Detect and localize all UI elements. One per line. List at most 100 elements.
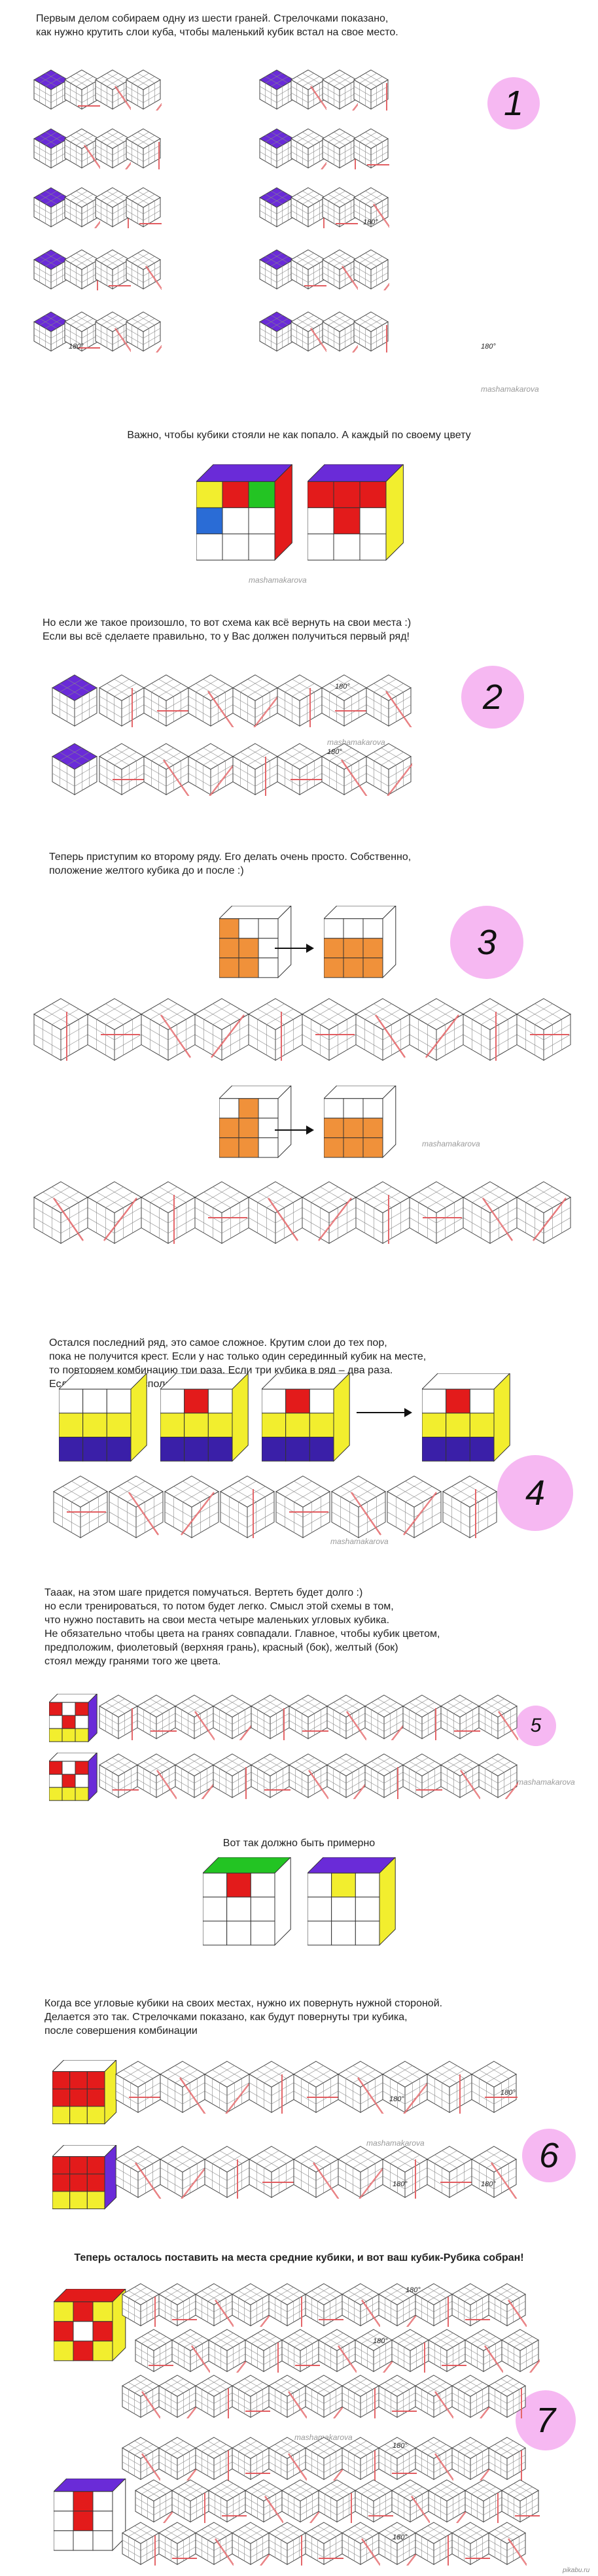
rubik-cube-icon — [281, 2479, 320, 2524]
rubik-cube-icon — [318, 2329, 357, 2373]
rubik-cube-icon — [52, 674, 97, 727]
rubik-cube-icon — [326, 1694, 366, 1740]
rubik-cube-icon — [115, 2146, 162, 2199]
corners-text: Тааак, на этом шаге придется помучаться.… — [44, 1587, 440, 1667]
watermark: mashamakarova — [327, 738, 385, 747]
rubik-cube-icon — [378, 2522, 417, 2566]
rubik-cube-icon — [290, 311, 326, 352]
rubik-cube-icon — [318, 2479, 356, 2524]
rubik-cube-icon — [364, 1694, 404, 1740]
rubik-cube-icon — [126, 187, 162, 228]
rubik-cube-icon — [355, 998, 410, 1061]
final-cube-2 — [54, 2479, 126, 2552]
rubik-cube-icon — [415, 2522, 453, 2566]
step-badge-4: 4 — [497, 1455, 573, 1531]
rubik-cube-icon — [391, 2479, 430, 2524]
rubik-cube-icon — [427, 2146, 473, 2199]
rubik-cube-icon — [471, 2146, 518, 2199]
rubik-cube-icon — [248, 998, 303, 1061]
rubik-cube-icon — [471, 2061, 518, 2114]
rubik-cube-icon — [478, 1694, 518, 1740]
rubik-cube-icon — [122, 2283, 160, 2327]
rubik-cube-icon — [428, 2329, 466, 2373]
rubik-cube-icon — [141, 1181, 196, 1245]
second-row-before-2 — [219, 1086, 292, 1159]
rubik-cube-icon — [158, 2283, 197, 2327]
rubik-cube-icon — [353, 249, 389, 290]
rubik-cube-icon — [213, 1753, 252, 1799]
rubik-cube-icon — [451, 2437, 490, 2481]
rubik-cube-icon — [95, 69, 131, 111]
rotation-label: 180° — [373, 2337, 388, 2345]
rubik-cube-icon — [259, 128, 294, 169]
watermark: mashamakarova — [330, 1537, 389, 1546]
rubik-cube-icon — [33, 249, 69, 290]
rubik-cube-icon — [115, 2061, 162, 2114]
rubik-cube-icon — [171, 2329, 210, 2373]
rubik-cube-icon — [366, 674, 412, 728]
last-row-cube-3 — [262, 1373, 350, 1462]
rubik-cube-icon — [268, 2283, 306, 2327]
rubik-cube-icon — [326, 1753, 366, 1799]
rubik-cube-icon — [122, 2522, 160, 2566]
rubik-cube-icon — [208, 2329, 247, 2373]
rotation-label: 180° — [501, 2089, 516, 2097]
rubik-cube-icon — [248, 1181, 303, 1245]
rubik-cube-icon — [488, 2437, 526, 2481]
last-row-cube-2 — [160, 1373, 249, 1462]
watermark: mashamakarova — [366, 2138, 425, 2148]
rubik-cube-icon — [322, 311, 358, 352]
rubik-cube-icon — [245, 2479, 283, 2524]
rubik-cube-icon — [99, 743, 145, 796]
rubik-cube-icon — [355, 2479, 393, 2523]
site-logo: pikabu.ru — [563, 2567, 590, 2574]
rubik-cube-icon — [64, 69, 100, 110]
rubik-cube-icon — [53, 1475, 108, 1539]
rubik-cube-icon — [232, 2375, 270, 2418]
rubik-cube-icon — [126, 128, 161, 169]
rubik-cube-icon — [33, 187, 69, 228]
rubik-cube-icon — [99, 1694, 138, 1740]
rubik-cube-icon — [415, 2375, 453, 2419]
rubik-cube-icon — [353, 69, 389, 111]
rubik-cube-icon — [322, 69, 358, 111]
rubik-cube-icon — [293, 2061, 340, 2114]
rubik-cube-icon — [126, 69, 162, 111]
rubik-cube-icon — [402, 1753, 442, 1798]
rubik-cube-icon — [382, 2146, 428, 2199]
rubik-cube-icon — [251, 1753, 290, 1798]
rubik-cube-icon — [428, 2479, 466, 2524]
rubik-cube-icon — [342, 2437, 379, 2481]
final-cube-1 — [54, 2289, 126, 2362]
rubik-cube-icon — [281, 2329, 320, 2373]
second-row-text: Теперь приступим ко второму ряду. Его де… — [49, 851, 412, 876]
rubik-cube-icon — [391, 2329, 429, 2373]
rubik-cube-icon — [95, 311, 131, 352]
watermark: mashamakarova — [249, 575, 307, 585]
rubik-cube-icon — [322, 187, 358, 228]
rubik-cube-icon — [122, 2375, 160, 2419]
rubik-cube-icon — [249, 2061, 294, 2114]
rubik-cube-icon — [366, 743, 412, 797]
final-text: Теперь осталось поставить на места средн… — [74, 2252, 524, 2263]
rubik-cube-icon — [195, 2283, 234, 2327]
rubik-cube-icon — [33, 69, 69, 110]
rubik-cube-icon — [342, 2283, 380, 2327]
rubik-cube-icon — [378, 2283, 417, 2327]
rubik-cube-icon — [305, 2522, 343, 2566]
rubik-cube-icon — [516, 998, 571, 1061]
rubik-cube-icon — [195, 2522, 234, 2566]
rubik-cube-icon — [175, 1694, 215, 1740]
rubik-cube-icon — [52, 743, 97, 796]
rubik-cube-icon — [164, 1475, 219, 1539]
rubik-cube-icon — [175, 1753, 215, 1799]
rubik-cube-icon — [440, 1694, 480, 1740]
rubik-cube-icon — [342, 2375, 379, 2419]
rubik-cube-icon — [440, 1753, 480, 1799]
rotation-label: 180° — [393, 2442, 408, 2450]
rubik-cube-icon — [290, 249, 326, 290]
rubik-cube-icon — [251, 1694, 290, 1740]
rubik-cube-icon — [305, 2375, 343, 2419]
rubik-cube-icon — [338, 2061, 384, 2114]
right-arrow-icon — [357, 1408, 412, 1417]
